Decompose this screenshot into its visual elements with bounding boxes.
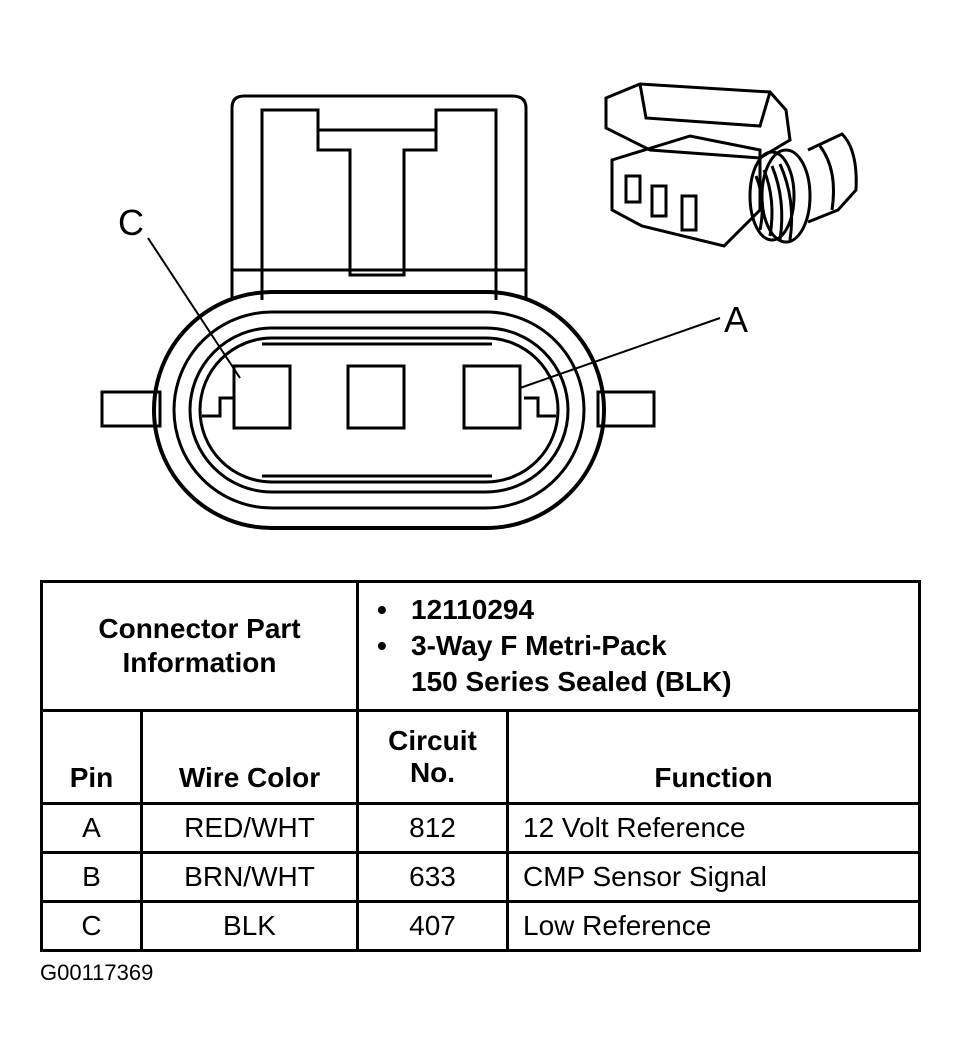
connector-part-info-label: Connector Part Information [40, 580, 359, 712]
part-info-row: Connector Part Information • 12110294 • … [40, 580, 921, 712]
part-series-item: 150 Series Sealed (BLK) [411, 664, 918, 700]
wire-color-cell: BLK [140, 900, 359, 952]
callout-c-label: C [118, 202, 144, 243]
connector-part-label-line2: Information [122, 647, 277, 678]
pin-cell: A [40, 802, 143, 854]
connector-outer-shell [152, 290, 606, 530]
connector-part-label-line1: Connector Part [98, 613, 301, 644]
connector-face-view [100, 94, 721, 530]
figure-id: G00117369 [40, 960, 154, 985]
wire-color-cell: BRN/WHT [140, 851, 359, 903]
pin-cavity-c [232, 364, 292, 430]
part-type: 3-Way F Metri-Pack [411, 630, 667, 661]
part-number: 12110294 [411, 594, 535, 625]
connector-seal-ring-3 [198, 336, 560, 484]
table-row: B BRN/WHT 633 CMP Sensor Signal [40, 851, 921, 903]
locking-tab-outline [230, 94, 528, 300]
circuit-cell: 633 [356, 851, 509, 903]
header-wire-color: Wire Color [140, 709, 359, 805]
connector-seal-ring-1 [172, 310, 586, 510]
pin-cavity-a [462, 364, 522, 430]
column-header-row: Pin Wire Color Circuit No. Function [40, 709, 921, 805]
leader-line-a [519, 317, 721, 389]
wire-color-cell: RED/WHT [140, 802, 359, 854]
bullet-glyph: • [377, 630, 387, 661]
header-circuit-no: Circuit No. [356, 709, 509, 805]
left-side-nub [100, 390, 162, 428]
table-row: A RED/WHT 812 12 Volt Reference [40, 802, 921, 854]
pin-cavity-b [346, 364, 406, 430]
function-cell: CMP Sensor Signal [506, 851, 921, 903]
part-info-values: • 12110294 • 3-Way F Metri-Pack 150 Seri… [356, 580, 921, 712]
part-type-item: • 3-Way F Metri-Pack [377, 628, 918, 664]
bullet-glyph: • [377, 594, 387, 625]
circuit-cell: 812 [356, 802, 509, 854]
part-series: 150 Series Sealed (BLK) [411, 666, 732, 697]
part-number-item: • 12110294 [377, 592, 918, 628]
header-circuit-line1: Circuit [388, 725, 477, 756]
function-cell: 12 Volt Reference [506, 802, 921, 854]
header-circuit-line2: No. [409, 757, 456, 788]
function-cell: Low Reference [506, 900, 921, 952]
circuit-cell: 407 [356, 900, 509, 952]
leader-line-c [147, 237, 241, 379]
header-function: Function [506, 709, 921, 805]
connector-seal-ring-2 [188, 326, 570, 494]
callout-a-label: A [724, 299, 749, 340]
connector-isometric-view [604, 82, 858, 248]
connector-diagram [100, 82, 858, 530]
connector-pin-table: Connector Part Information • 12110294 • … [40, 580, 921, 952]
latch-t-shape [316, 130, 438, 277]
locking-tab-inner [260, 108, 498, 300]
right-side-nub [596, 390, 656, 428]
pin-cell: C [40, 900, 143, 952]
table-row: C BLK 407 Low Reference [40, 900, 921, 952]
header-pin: Pin [40, 709, 143, 805]
pin-cell: B [40, 851, 143, 903]
